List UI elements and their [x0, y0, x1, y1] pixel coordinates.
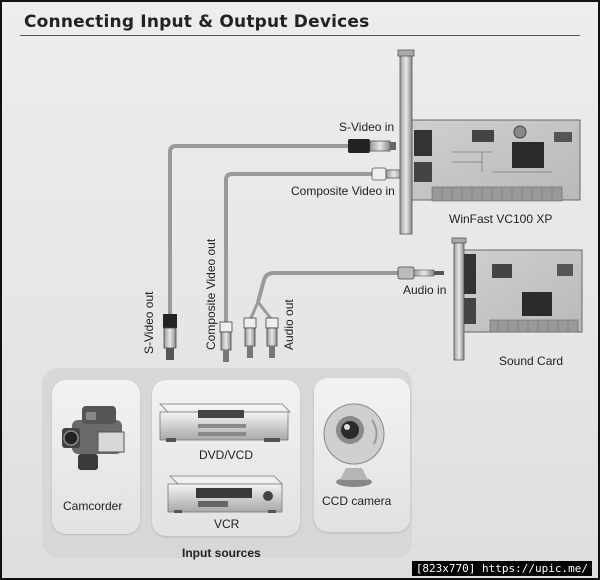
rca-plug-icon: [219, 321, 233, 362]
vcr-label: VCR: [214, 517, 240, 531]
webcam-icon: [323, 403, 385, 487]
capture-card-label: WinFast VC100 XP: [449, 212, 553, 226]
watermark: [823x770] https://upic.me/: [411, 561, 592, 576]
ccd-camera-label: CCD camera: [322, 494, 392, 508]
dvd-player-icon: [159, 403, 291, 442]
sound-card-label: Sound Card: [499, 354, 564, 368]
camcorder-icon: [62, 406, 125, 470]
audio-in-label: Audio in: [403, 283, 447, 297]
page-heading: Connecting Input & Output Devices: [24, 12, 370, 32]
audio-out-label: Audio out: [282, 299, 296, 350]
svideo-plug-icon: [163, 314, 177, 360]
svideo-out-label: S-Video out: [142, 291, 156, 355]
rca-plug-icon: [265, 317, 279, 358]
pci-capture-card-icon: [397, 49, 581, 235]
rca-plug-icon: [243, 317, 257, 358]
dvd-vcd-label: DVD/VCD: [199, 448, 254, 462]
heading-rule: [20, 35, 580, 36]
sound-card-icon: [451, 237, 583, 361]
rca-plug-icon: [371, 167, 403, 181]
camcorder-label: Camcorder: [63, 499, 123, 513]
composite-video-out-label: Composite Video out: [204, 238, 218, 350]
vcr-icon: [167, 475, 283, 513]
svideo-plug-icon: [348, 139, 396, 153]
audio-jack-icon: [397, 266, 444, 280]
svideo-in-label: S-Video in: [339, 120, 395, 134]
composite-video-in-label: Composite Video in: [291, 184, 395, 198]
input-sources-title: Input sources: [182, 546, 261, 560]
